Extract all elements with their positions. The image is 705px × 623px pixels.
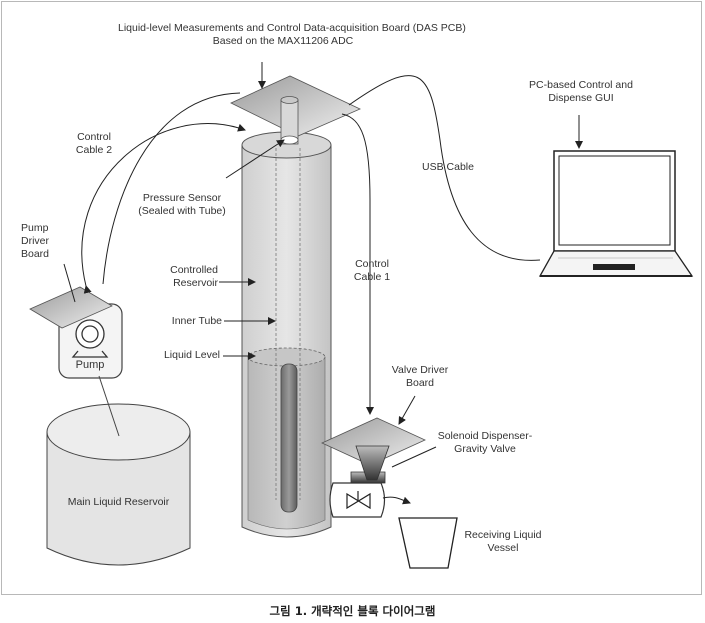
das-board-label: Liquid-level Measurements and Control Da… (118, 22, 466, 48)
das-board-label-line2: Based on the MAX11206 ADC (212, 35, 354, 47)
receiving-vessel-label-line1: Receiving Liquid (464, 529, 542, 541)
pc-gui-label: PC-based Control and Dispense GUI (516, 79, 646, 105)
controlled-reservoir-label-line2: Reservoir (173, 277, 218, 289)
pressure-sensor-label: Pressure Sensor (Sealed with Tube) (130, 192, 234, 218)
valve-driver-board-label: Valve Driver Board (384, 364, 456, 390)
control-cable-1-label: Control Cable 1 (344, 258, 400, 284)
pressure-sensor-label-line1: Pressure Sensor (142, 192, 222, 204)
pump-driver-board-label: Pump Driver Board (21, 222, 61, 261)
pc-gui-label-line1: PC-based Control and (529, 79, 633, 91)
controlled-reservoir-label-line1: Controlled (170, 264, 218, 276)
pump-label: Pump (75, 359, 105, 371)
pump-driver-board (29, 286, 113, 329)
pump-driver-board-label-line2: Driver (21, 235, 49, 247)
control-cable-2-label: Control Cable 2 (64, 131, 124, 157)
receiving-vessel-label: Receiving Liquid Vessel (455, 529, 551, 555)
usb-cable-label: USB Cable (422, 161, 474, 173)
receiving-vessel-label-line2: Vessel (487, 542, 519, 554)
das-board-label-line1: Liquid-level Measurements and Control Da… (118, 22, 466, 34)
solenoid-valve-label: Solenoid Dispenser- Gravity Valve (430, 430, 540, 456)
pc-gui-label-line2: Dispense GUI (548, 92, 614, 104)
inner-tube-label: Inner Tube (171, 315, 222, 327)
control-cable-2-label-line1: Control (77, 131, 111, 143)
control-cable-1 (341, 113, 374, 415)
cables (81, 75, 541, 505)
figure-caption: 그림 1. 개략적인 블록 다이어그램 (269, 604, 436, 618)
valve-driver-board-label-line2: Board (405, 377, 435, 389)
valve-driver-board-label-line1: Valve Driver (391, 364, 449, 376)
pump-driver-board-label-line3: Board (21, 248, 50, 260)
usb-cable (348, 75, 541, 261)
pressure-sensor-tube (280, 96, 299, 145)
control-cable-2-label-line2: Cable 2 (75, 144, 113, 156)
leader-arrows (63, 62, 583, 468)
control-cable-2 (81, 123, 246, 294)
inner-tube (275, 148, 301, 513)
valve-output-flow (382, 496, 411, 505)
liquid-level-label: Liquid Level (163, 349, 220, 361)
control-cable-2-outer (102, 92, 241, 285)
pressure-sensor-label-line2: (Sealed with Tube) (138, 205, 226, 217)
receiving-vessel (398, 517, 458, 569)
solenoid-valve-label-line1: Solenoid Dispenser- (437, 430, 533, 442)
valve-funnel (355, 445, 390, 481)
pump-suction-line (98, 375, 120, 437)
main-reservoir-label: Main Liquid Reservoir (67, 496, 170, 508)
main-liquid-reservoir (46, 403, 191, 566)
valve-driver-board (321, 417, 426, 466)
control-cable-1-label-line2: Cable 1 (353, 271, 391, 283)
control-cable-1-label-line1: Control (355, 258, 389, 270)
solenoid-valve-label-line2: Gravity Valve (454, 443, 516, 455)
pump-driver-board-label-line1: Pump (21, 222, 49, 234)
controlled-reservoir-label: Controlled Reservoir (150, 264, 218, 290)
laptop-pc (538, 150, 694, 277)
